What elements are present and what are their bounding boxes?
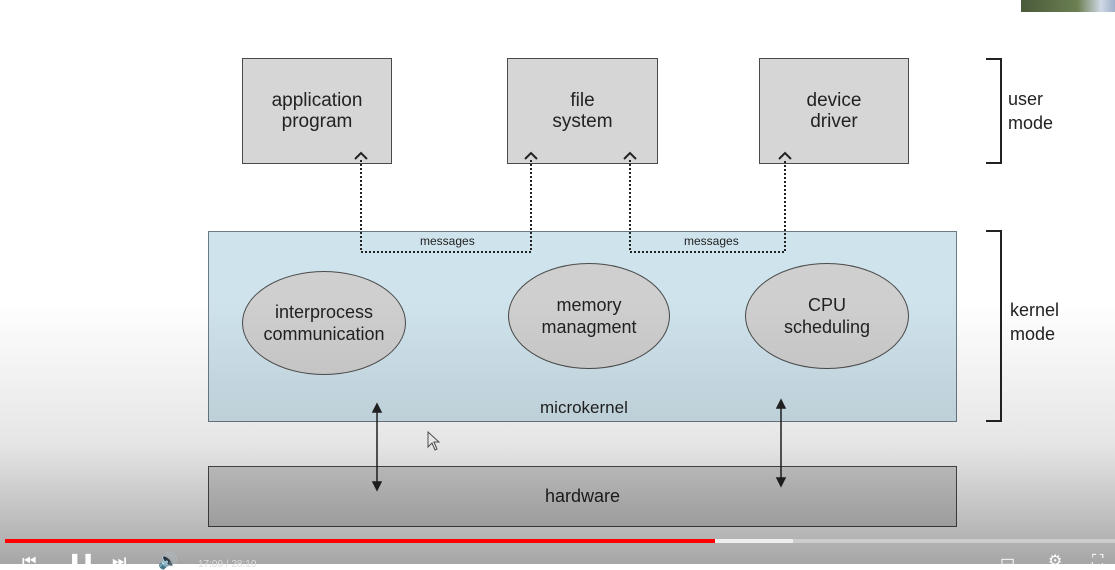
device-driver-box: device driver	[759, 58, 909, 164]
file-system-label: file system	[552, 90, 613, 132]
memory-management-ellipse: memory managment	[508, 263, 670, 369]
subtitles-icon[interactable]: ▭	[1000, 553, 1016, 570]
player-controls: ⏮ ❚❚ ⏭ 🔊 17:09 / 28:10 ▭ ⚙ ⛶	[0, 548, 1115, 570]
message-path-right	[629, 160, 786, 253]
messages-label-left: messages	[420, 234, 475, 248]
progress-played	[5, 539, 716, 543]
microkernel-label: microkernel	[540, 398, 628, 417]
webcam-thumbnail	[1021, 0, 1115, 12]
message-path-left	[360, 160, 532, 253]
file-system-box: file system	[507, 58, 658, 164]
hardware-box: hardware	[208, 466, 957, 527]
hardware-label: hardware	[544, 486, 621, 506]
cpu-scheduling-ellipse: CPU scheduling	[745, 263, 909, 369]
user-mode-bracket	[986, 58, 1002, 164]
pause-icon[interactable]: ❚❚	[68, 553, 95, 570]
kernel-mode-label: kernel mode	[1010, 300, 1060, 344]
mouse-cursor-icon	[427, 430, 441, 451]
kernel-mode-bracket	[986, 230, 1002, 422]
memory-management-label: memory managment	[541, 295, 637, 337]
arrowhead-file-system-left	[524, 151, 538, 160]
previous-icon[interactable]: ⏮	[22, 553, 37, 570]
user-mode-label: user mode	[1008, 89, 1054, 133]
arrowhead-file-system-right	[623, 151, 637, 160]
volume-icon[interactable]: 🔊	[158, 553, 178, 570]
next-icon[interactable]: ⏭	[112, 553, 127, 570]
interprocess-communication-ellipse: interprocess communication	[242, 271, 406, 375]
arrowhead-application	[354, 151, 368, 160]
application-program-label: application program	[271, 90, 363, 132]
device-driver-label: device driver	[806, 90, 862, 132]
messages-label-right: messages	[684, 234, 739, 248]
settings-icon[interactable]: ⚙	[1048, 553, 1063, 570]
interprocess-communication-label: interprocess communication	[263, 302, 385, 344]
fullscreen-icon[interactable]: ⛶	[1092, 553, 1104, 570]
progress-bar[interactable]	[5, 539, 1115, 543]
arrowhead-device-driver	[778, 151, 792, 160]
cpu-scheduling-label: CPU scheduling	[783, 295, 871, 337]
application-program-box: application program	[242, 58, 392, 164]
time-display: 17:09 / 28:10	[198, 559, 257, 570]
